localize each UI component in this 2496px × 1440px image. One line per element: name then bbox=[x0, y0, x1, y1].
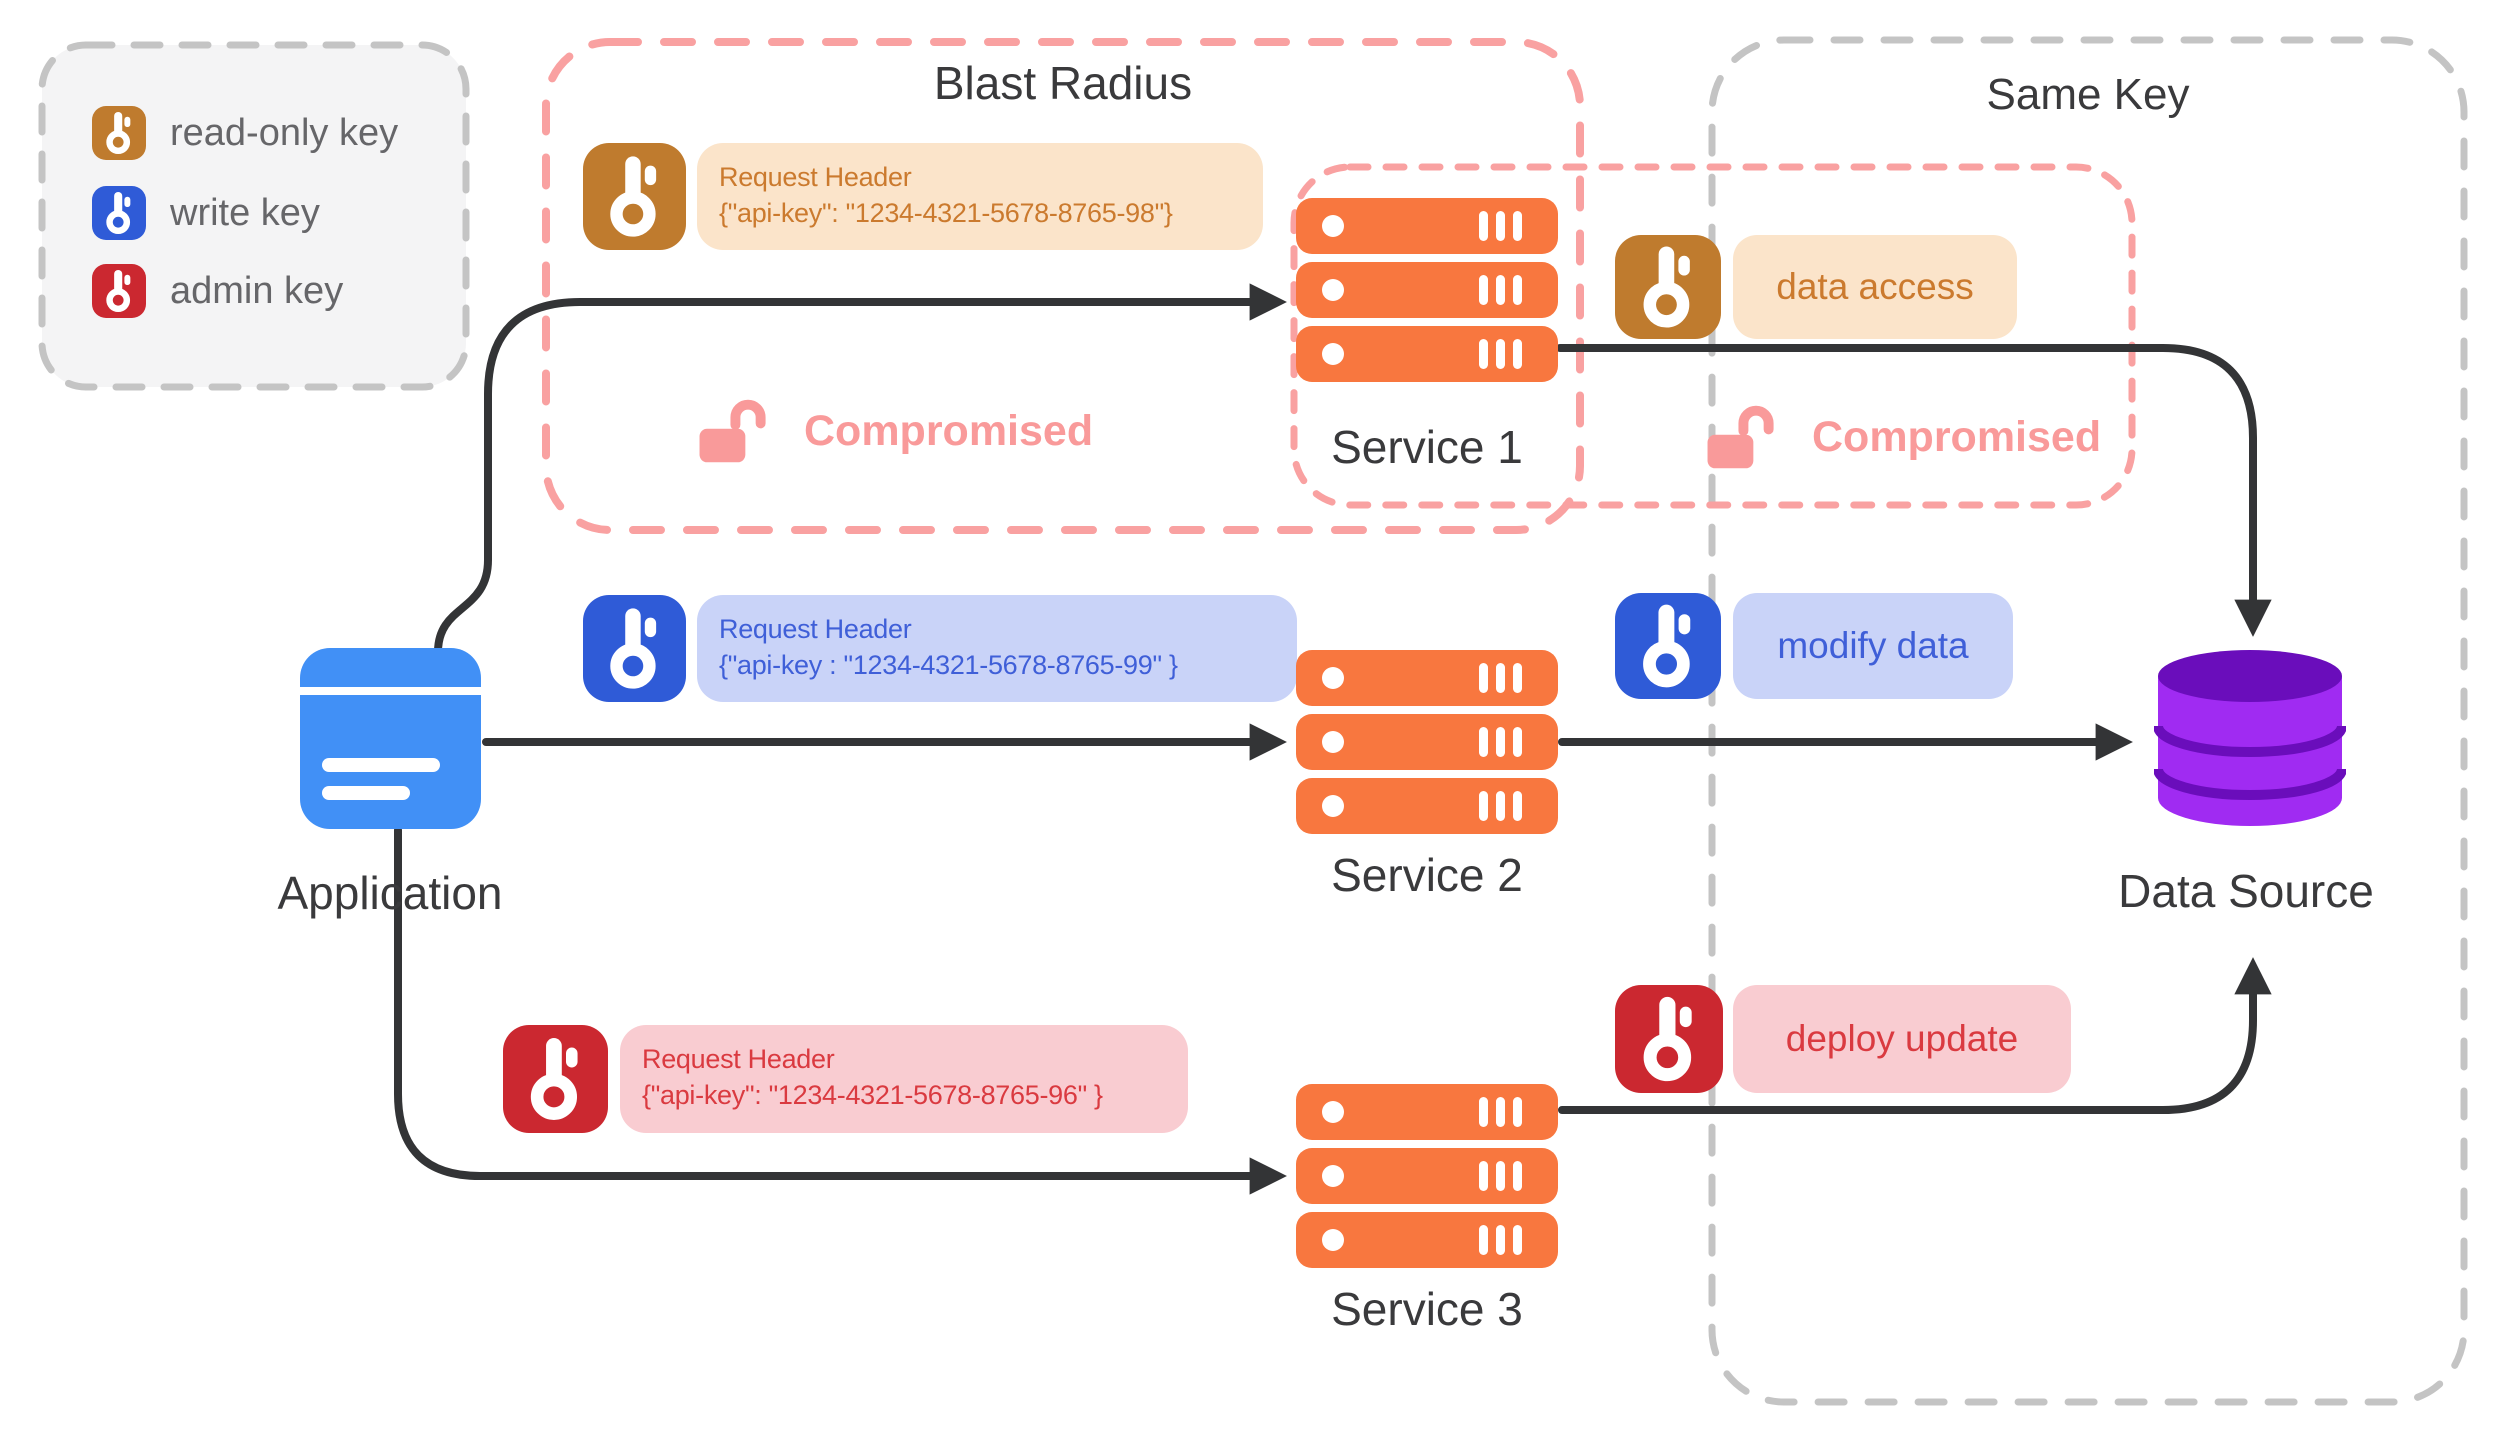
server-icon bbox=[1296, 1084, 1558, 1140]
request-header-value: {"api-key : "1234-4321-5678-8765-99" } bbox=[719, 650, 1178, 680]
arrow-service1-to-datasource bbox=[1556, 344, 2272, 637]
legend-boundary bbox=[38, 41, 470, 391]
server-icon bbox=[1296, 1212, 1558, 1268]
read-only-key-icon bbox=[583, 143, 686, 250]
write-key-icon bbox=[92, 186, 146, 240]
legend-item-admin-key: admin key bbox=[92, 264, 343, 318]
server-icon bbox=[1296, 714, 1558, 770]
compromised-status-same-key: Compromised bbox=[1706, 402, 2101, 472]
unlocked-padlock-icon bbox=[698, 396, 782, 466]
legend-item-write-key: write key bbox=[92, 186, 320, 240]
permission-data-access: data access bbox=[1733, 235, 2017, 339]
blast-radius-boundary bbox=[542, 38, 1584, 534]
compromised-status-blast: Compromised bbox=[698, 396, 1093, 466]
application-label: Application bbox=[277, 867, 503, 919]
blast-radius-title: Blast Radius bbox=[933, 57, 1193, 109]
data-source-label: Data Source bbox=[2118, 865, 2374, 917]
server-icon bbox=[1296, 778, 1558, 834]
admin-key-icon bbox=[92, 264, 146, 318]
permission-modify-data: modify data bbox=[1733, 593, 2013, 699]
admin-key-icon bbox=[1615, 985, 1723, 1093]
read-only-key-icon bbox=[1615, 235, 1721, 339]
legend-item-read-only-key: read-only key bbox=[92, 106, 398, 160]
legend-label: write key bbox=[170, 191, 320, 234]
arrow-application-to-service1 bbox=[434, 283, 1287, 656]
arrow-application-to-service3 bbox=[394, 826, 1287, 1195]
compromised-label: Compromised bbox=[804, 406, 1094, 455]
write-key-icon bbox=[583, 595, 686, 702]
legend-label: read-only key bbox=[170, 111, 399, 154]
same-key-boundary bbox=[1708, 36, 2468, 1406]
request-header-title: Request Header bbox=[642, 1044, 835, 1074]
request-header-write: Request Header {"api-key : "1234-4321-56… bbox=[697, 595, 1297, 702]
permission-deploy-update: deploy update bbox=[1733, 985, 2071, 1093]
request-header-admin: Request Header {"api-key": "1234-4321-56… bbox=[620, 1025, 1188, 1133]
compromised-label: Compromised bbox=[1812, 412, 2102, 461]
database-icon bbox=[2154, 650, 2346, 826]
request-header-value: {"api-key": "1234-4321-5678-8765-96" } bbox=[642, 1080, 1103, 1110]
request-header-value: {"api-key": "1234-4321-5678-8765-98"} bbox=[719, 198, 1173, 228]
legend-label: admin key bbox=[170, 269, 344, 312]
server-icon bbox=[1296, 262, 1558, 318]
same-key-title: Same Key bbox=[1986, 70, 2190, 119]
server-icon bbox=[1296, 1148, 1558, 1204]
read-only-key-icon bbox=[92, 106, 146, 160]
service1-label: Service 1 bbox=[1331, 421, 1523, 473]
server-icon bbox=[1296, 326, 1558, 382]
write-key-icon bbox=[1615, 593, 1721, 699]
service2-label: Service 2 bbox=[1331, 849, 1523, 901]
admin-key-icon bbox=[503, 1025, 608, 1133]
unlocked-padlock-icon bbox=[1706, 402, 1790, 472]
service1-compromised-boundary bbox=[1290, 163, 2136, 509]
server-icon bbox=[1296, 198, 1558, 254]
server-icon bbox=[1296, 650, 1558, 706]
request-header-title: Request Header bbox=[719, 162, 912, 192]
request-header-read-only: Request Header {"api-key": "1234-4321-56… bbox=[697, 143, 1263, 250]
request-header-title: Request Header bbox=[719, 614, 912, 644]
arrow-service3-to-datasource bbox=[1558, 957, 2272, 1114]
service3-label: Service 3 bbox=[1331, 1283, 1523, 1335]
application-icon bbox=[300, 648, 481, 829]
